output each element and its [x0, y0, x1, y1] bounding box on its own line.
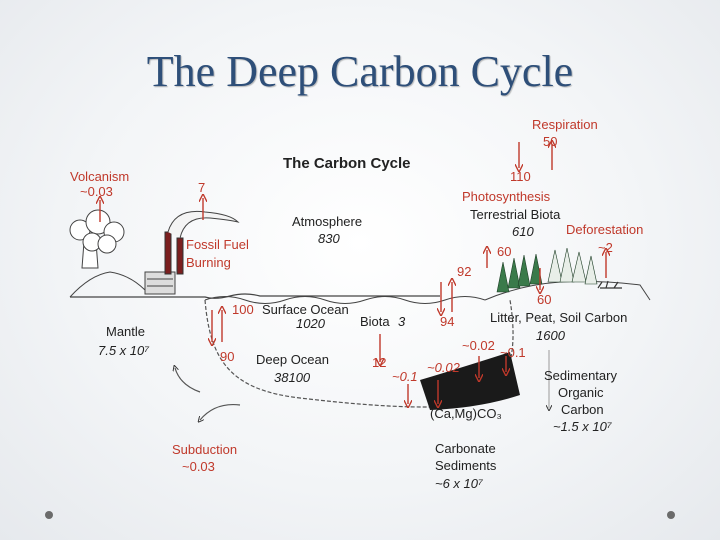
deforestation-value: ~2 [598, 240, 613, 255]
carbonate-burial-value: ~0.02 [427, 360, 461, 375]
volcano-tree-icon [69, 209, 125, 269]
deep-ocean-label: Deep Ocean [256, 352, 329, 367]
surface-ocean-label: Surface Ocean [262, 302, 349, 317]
volcanism-value: ~0.03 [80, 184, 113, 199]
prev-slide-dot-icon[interactable] [45, 511, 53, 519]
atm-to-ocean-value: 94 [440, 314, 454, 329]
ocean-basin [204, 299, 514, 408]
biota-to-litter-value: 60 [537, 292, 551, 307]
mantle-label: Mantle [106, 324, 145, 339]
ocean-to-atm-value: 92 [457, 264, 471, 279]
diagram-heading: The Carbon Cycle [283, 155, 411, 172]
downwelling-value: 90 [220, 349, 234, 364]
mantle-rise-arrow [175, 368, 201, 393]
photosynthesis-value: 110 [510, 169, 531, 184]
respiration-label: Respiration [532, 117, 598, 132]
surface-ocean-value: 1020 [296, 316, 326, 331]
volcanism-label: Volcanism [70, 169, 129, 184]
fossil-fuel-label-2: Burning [186, 255, 231, 270]
carbonate-label: Carbonate [435, 441, 496, 456]
deep-to-sediment-value: ~0.1 [392, 369, 418, 384]
forest-icon [496, 247, 598, 293]
terrestrial-biota-label: Terrestrial Biota [470, 207, 561, 222]
photosynthesis-label: Photosynthesis [462, 189, 551, 204]
terrestrial-biota-value: 610 [512, 224, 534, 239]
sedimentary-label-2: Organic [558, 385, 604, 400]
organic-burial-value-b: ~0.1 [500, 345, 526, 360]
litter-value: 1600 [536, 328, 566, 343]
organic-burial-value-a: ~0.02 [462, 338, 495, 353]
respiration-value: 50 [543, 134, 557, 149]
ground-line [70, 293, 440, 299]
hill [69, 271, 146, 298]
biota-sinking-value: 12 [372, 355, 386, 370]
fossil-fuel-label: Fossil Fuel [186, 237, 249, 252]
subduction-value: ~0.03 [182, 459, 215, 474]
deforestation-label: Deforestation [566, 222, 643, 237]
deep-ocean-value: 38100 [274, 370, 311, 385]
flux-arrows [100, 142, 606, 404]
ocean-biota-value: 3 [398, 314, 406, 329]
next-slide-dot-icon[interactable] [667, 511, 675, 519]
litter-to-atm-value: 60 [497, 244, 511, 259]
fossil-fuel-value: 7 [198, 180, 205, 195]
carbonate-value: ~6 x 10⁷ [435, 476, 484, 491]
atmosphere-value: 830 [318, 231, 340, 246]
sediment-layer [420, 352, 520, 410]
deforested-stumps [597, 280, 622, 289]
atmosphere-label: Atmosphere [292, 214, 362, 229]
upwelling-value: 100 [232, 302, 254, 317]
circulation-arrows [175, 350, 549, 420]
litter-label: Litter, Peat, Soil Carbon [490, 310, 627, 325]
sedimentary-value: ~1.5 x 10⁷ [553, 419, 613, 434]
subduction-arrow [200, 403, 241, 420]
sedimentary-label: Sedimentary [544, 368, 617, 383]
mantle-value: 7.5 x 10⁷ [98, 343, 150, 358]
factory-icon [144, 210, 240, 295]
carbonate-formula: (Ca,Mg)CO₃ [430, 406, 502, 421]
ocean-biota-label: Biota [360, 314, 390, 329]
slide-title: The Deep Carbon Cycle [146, 47, 574, 96]
carbonate-label-2: Sediments [435, 458, 497, 473]
subduction-label: Subduction [172, 442, 237, 457]
sedimentary-label-3: Carbon [561, 402, 604, 417]
